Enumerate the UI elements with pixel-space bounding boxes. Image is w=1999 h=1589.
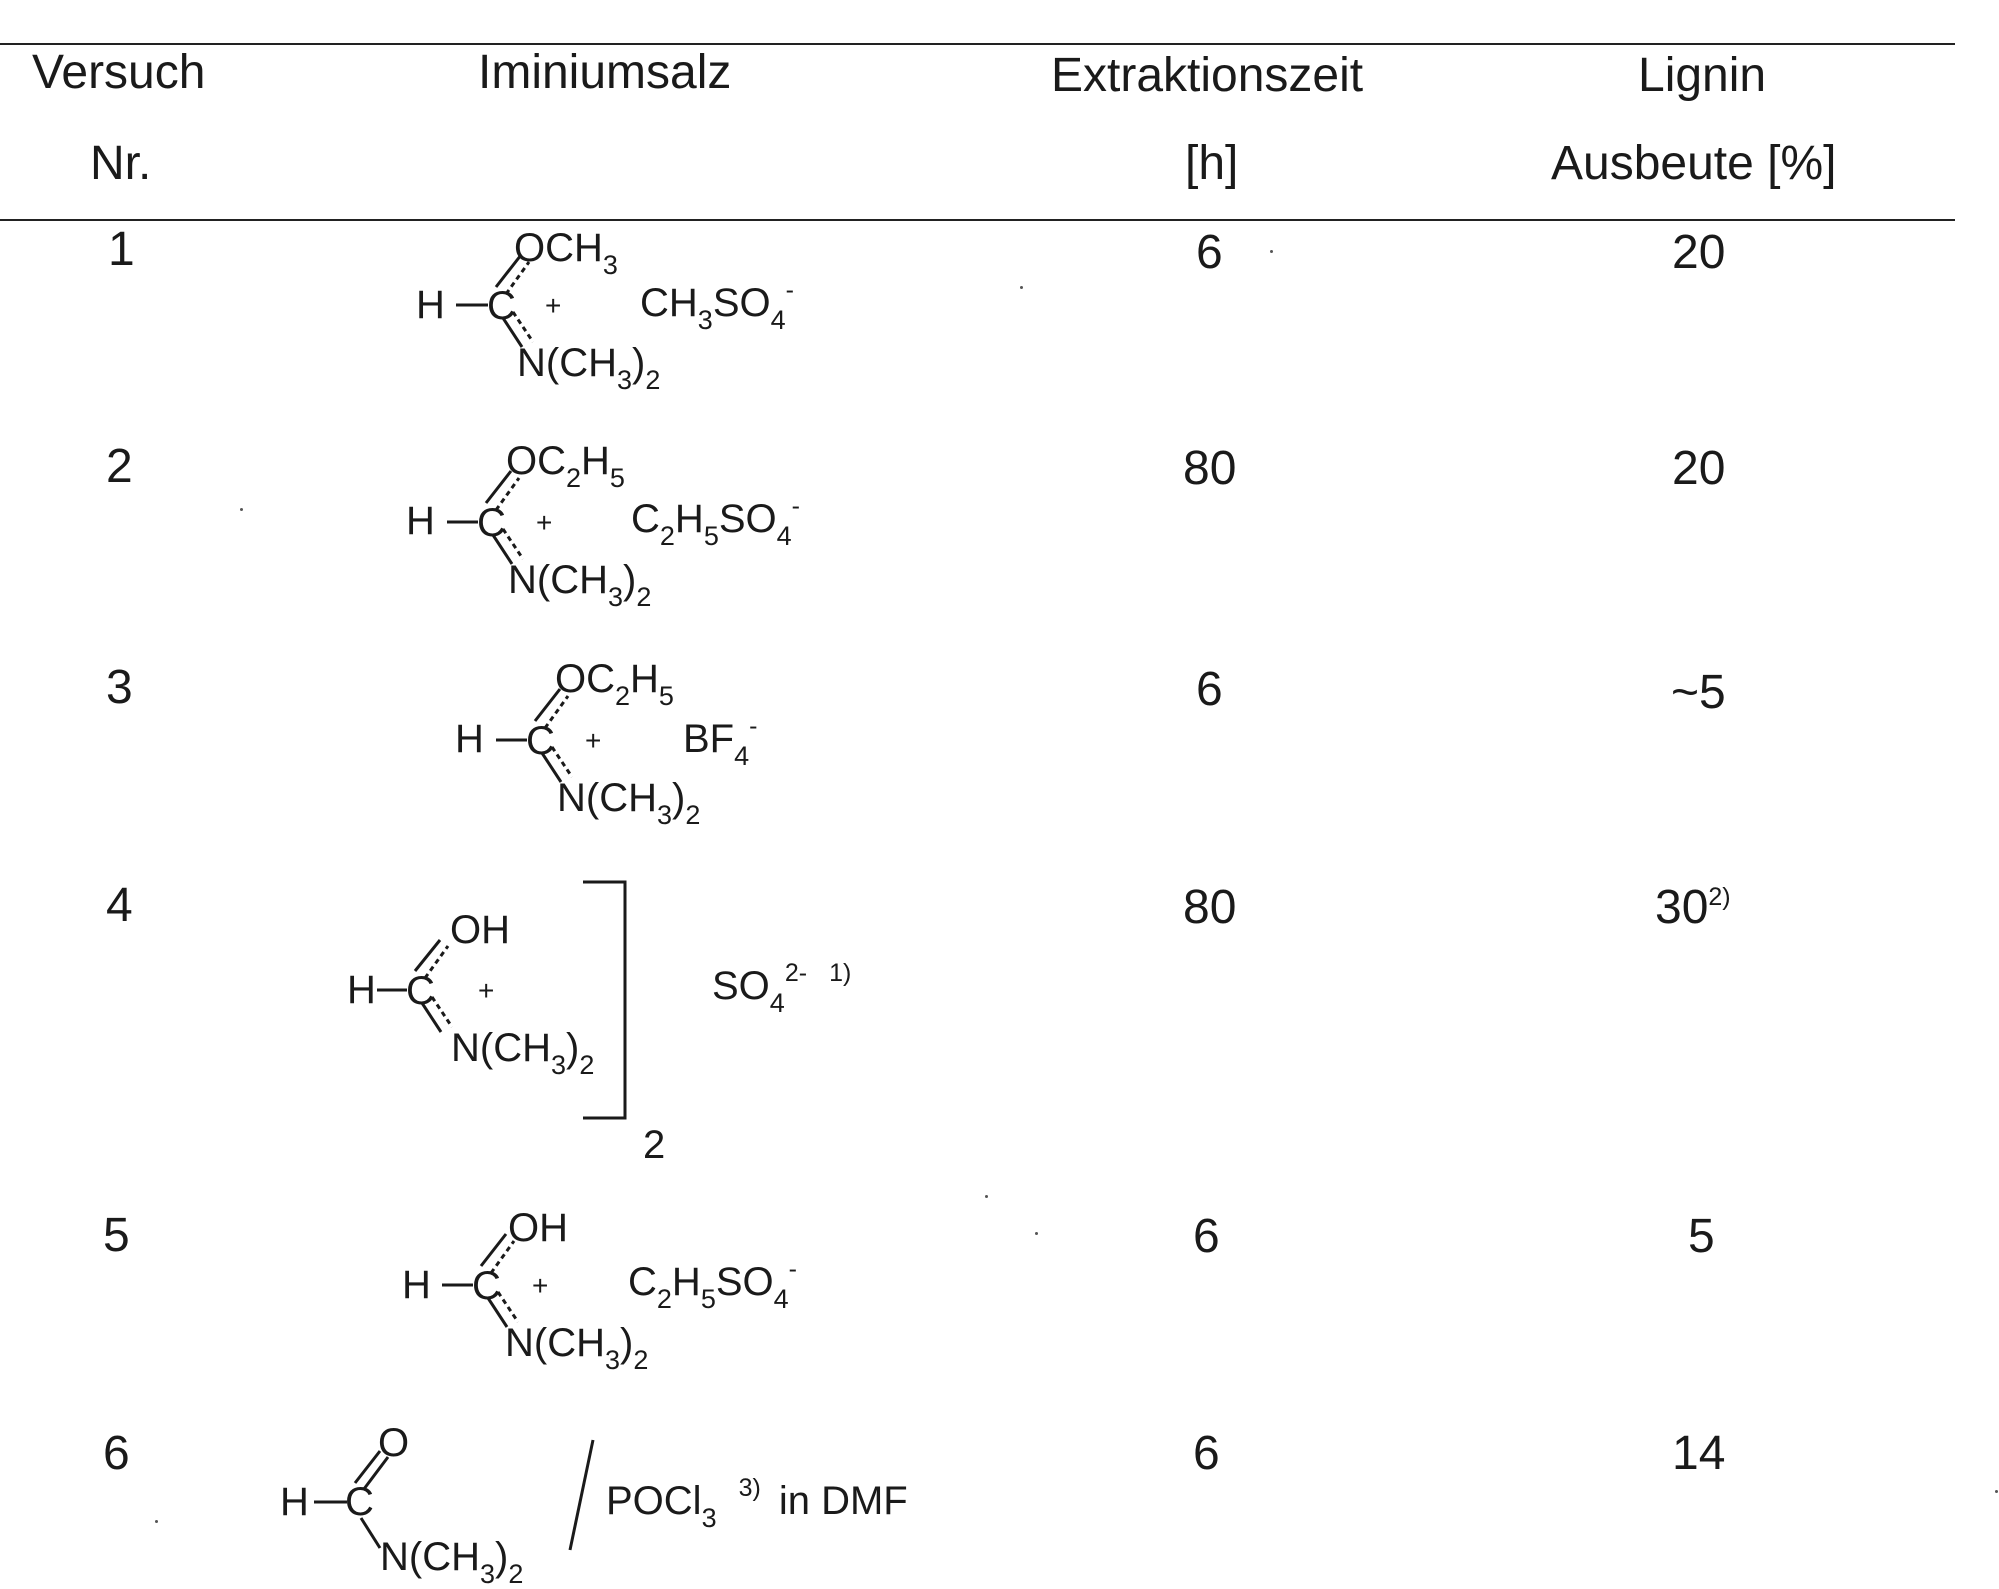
row6-yield: 14 — [1672, 1430, 1725, 1478]
row5-nr: 5 — [103, 1212, 130, 1260]
row3-yield: ~5 — [1671, 669, 1726, 717]
row6-reagent: POCl33)in DMF — [606, 1481, 908, 1521]
scan-speck — [1020, 286, 1023, 289]
row4-c: C — [406, 971, 435, 1011]
row6-c: C — [345, 1482, 374, 1522]
c-o-bond-4 — [415, 940, 440, 971]
row5-top-group: OH — [508, 1208, 568, 1248]
row1-c: C — [487, 286, 516, 326]
row1-amine: N(CH3)2 — [517, 343, 660, 383]
row4-h: H — [347, 970, 376, 1010]
row3-h: H — [455, 719, 484, 759]
scan-speck — [1995, 1490, 1998, 1493]
row2-yield: 20 — [1672, 445, 1725, 493]
row1-h: H — [416, 285, 445, 325]
row3-amine: N(CH3)2 — [557, 778, 700, 818]
scan-speck — [1035, 1232, 1038, 1235]
row2-amine: N(CH3)2 — [508, 560, 651, 600]
row4-plus: + — [478, 977, 494, 1005]
row4-top-group: OH — [450, 910, 510, 950]
row2-top-group: OC2H5 — [506, 441, 625, 481]
bracket-4 — [583, 882, 625, 1118]
row3-nr: 3 — [106, 664, 133, 712]
row5-time: 6 — [1193, 1213, 1220, 1261]
row1-anion: CH3SO4- — [640, 283, 794, 323]
row3-c: C — [526, 721, 555, 761]
row3-top-group: OC2H5 — [555, 659, 674, 699]
row3-anion: BF4- — [683, 719, 757, 759]
row1-top-group: OCH3 — [514, 228, 618, 268]
row3-plus: + — [585, 727, 601, 755]
row5-anion: C2H5SO4- — [628, 1262, 797, 1302]
row6-nr: 6 — [103, 1430, 130, 1478]
row1-plus: + — [545, 292, 561, 320]
scan-speck — [155, 1520, 158, 1523]
row2-nr: 2 — [106, 443, 133, 491]
row3-time: 6 — [1196, 666, 1223, 714]
row6-h: H — [280, 1482, 309, 1522]
scan-speck — [240, 508, 243, 511]
row1-yield: 20 — [1672, 229, 1725, 277]
row4-nr: 4 — [106, 882, 133, 930]
row1-time: 6 — [1196, 229, 1223, 277]
c-o-bond-6 — [355, 1451, 380, 1483]
row4-amine: N(CH3)2 — [451, 1028, 594, 1068]
row6-top-group: O — [378, 1423, 409, 1463]
scan-speck — [985, 1195, 988, 1198]
row1-nr: 1 — [108, 226, 135, 274]
row4-time: 80 — [1183, 884, 1236, 932]
row2-time: 80 — [1183, 445, 1236, 493]
row4-anion: SO42-1) — [712, 966, 851, 1006]
row5-plus: + — [532, 1272, 548, 1300]
row4-bracket-subscript: 2 — [643, 1125, 665, 1165]
row5-h: H — [402, 1265, 431, 1305]
row2-c: C — [477, 503, 506, 543]
c-o-bond-5 — [481, 1234, 506, 1266]
row4-yield: 302) — [1655, 884, 1731, 932]
row2-h: H — [406, 501, 435, 541]
row6-amine: N(CH3)2 — [380, 1537, 523, 1577]
separator-slash-6 — [570, 1440, 593, 1550]
row6-time: 6 — [1193, 1430, 1220, 1478]
row5-yield: 5 — [1688, 1213, 1715, 1261]
scan-speck — [1270, 250, 1273, 253]
row5-c: C — [472, 1266, 501, 1306]
row2-plus: + — [536, 509, 552, 537]
row5-amine: N(CH3)2 — [505, 1323, 648, 1363]
row2-anion: C2H5SO4- — [631, 499, 800, 539]
